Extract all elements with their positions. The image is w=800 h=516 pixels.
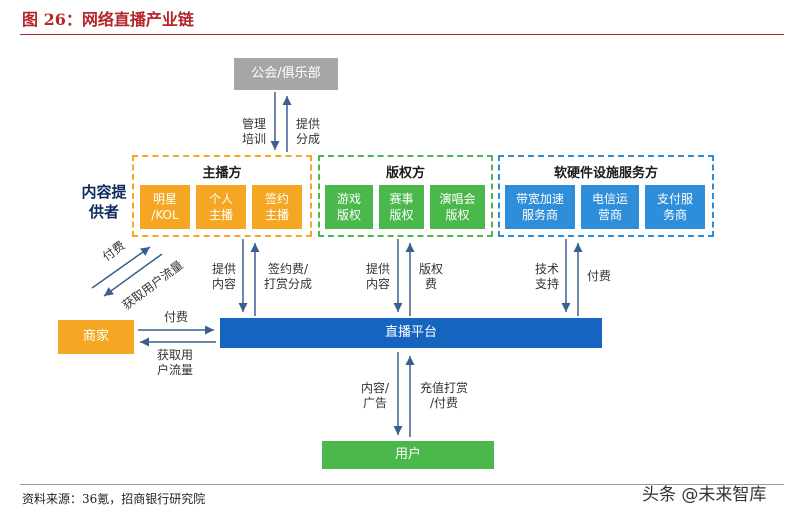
label-rights-up: 版权 费 — [418, 262, 443, 291]
label-rights-down: 提供 内容 — [365, 262, 390, 291]
service-item-payment: 支付服 务商 — [645, 185, 705, 229]
rights-group — [318, 155, 493, 237]
label-service-up: 付费 — [586, 269, 611, 283]
arrow-merchant-to-anchor — [91, 246, 151, 289]
rights-item-event: 赛事 版权 — [379, 185, 424, 229]
rights-item-concert: 演唱会 版权 — [430, 185, 485, 229]
source-note: 资料来源：36氪，招商银行研究院 — [22, 492, 206, 506]
label-guild-down: 管理 培训 — [241, 117, 266, 146]
label-guild-up: 提供 分成 — [295, 117, 320, 146]
watermark: 头条 @未来智库 — [642, 485, 767, 505]
anchor-item-personal: 个人 主播 — [196, 185, 246, 229]
label-platform-to-merchant: 获取用 户流量 — [156, 348, 193, 377]
guild-node: 公会/俱乐部 — [234, 58, 338, 90]
merchant-node: 商家 — [58, 320, 134, 354]
anchor-group — [132, 155, 312, 237]
rights-group-title: 版权方 — [385, 166, 425, 181]
anchor-item-star-kol: 明星 /KOL — [140, 185, 190, 229]
label-anchor-up: 签约费/ 打赏分成 — [263, 262, 312, 291]
arrow-anchor-to-merchant — [103, 253, 163, 297]
figure-title: 图 26：网络直播产业链 — [22, 10, 194, 29]
service-item-bandwidth: 带宽加速 服务商 — [505, 185, 575, 229]
service-item-telecom: 电信运 营商 — [581, 185, 639, 229]
service-group — [498, 155, 714, 237]
title-rule — [20, 34, 784, 35]
content-provider-label: 内容提 供者 — [81, 183, 127, 221]
label-merchant-to-platform: 付费 — [163, 310, 188, 324]
label-user-up: 内容/ 广告 — [360, 381, 390, 410]
source-rule — [20, 484, 784, 485]
user-node: 用户 — [322, 441, 494, 469]
label-service-down: 技术 支持 — [534, 262, 559, 291]
label-user-pay: 充值打赏 /付费 — [419, 381, 468, 410]
platform-node: 直播平台 — [220, 318, 602, 348]
service-group-title: 软硬件设施服务方 — [553, 166, 658, 181]
anchor-group-title: 主播方 — [202, 166, 242, 181]
anchor-item-signed: 签约 主播 — [252, 185, 302, 229]
label-anchor-down: 提供 内容 — [211, 262, 236, 291]
rights-item-game: 游戏 版权 — [325, 185, 373, 229]
